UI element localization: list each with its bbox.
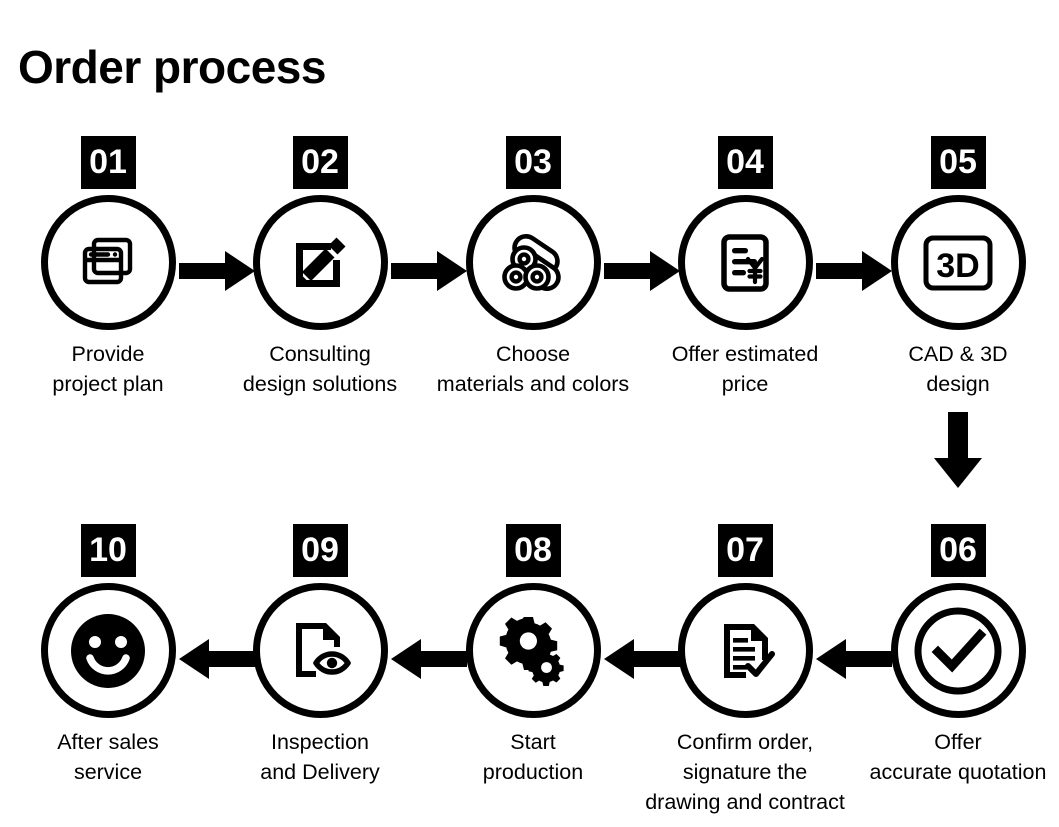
step-number-badge-02: 02 — [292, 136, 348, 189]
step-04[interactable]: 04 Offer estimated price — [639, 136, 851, 399]
step-07[interactable]: 07 Confirm order, signature the drawing … — [639, 524, 851, 817]
step-caption-01: Provide project plan — [52, 342, 164, 396]
step-caption-10: After sales service — [57, 730, 159, 784]
check-circle-icon — [909, 602, 1007, 700]
svg-text:3D: 3D — [936, 247, 979, 285]
step-caption-02: Consulting design solutions — [242, 342, 398, 396]
step-number-badge-04: 04 — [717, 136, 773, 189]
arrow-left-06-to-07 — [816, 636, 892, 682]
stacked-pipes-materials-icon — [496, 226, 570, 300]
gears-icon — [494, 612, 572, 690]
step-number-badge-05: 05 — [930, 136, 986, 189]
document-eye-inspection-icon — [284, 615, 356, 687]
arrow-left-07-to-08 — [604, 636, 680, 682]
step-caption-04: Offer estimated price — [671, 342, 819, 396]
step-icon-circle-01 — [40, 195, 176, 330]
arrow-right-03-to-04 — [604, 248, 680, 294]
step-number-badge-03: 03 — [505, 136, 561, 189]
page-title: Order process — [18, 41, 326, 93]
step-caption-03: Choose materials and colors — [436, 342, 630, 396]
pencil-edit-square-icon — [284, 227, 356, 299]
step-08[interactable]: 08 Start production — [427, 524, 639, 787]
arrow-right-02-to-03 — [391, 248, 467, 294]
step-01[interactable]: 01 Provide project plan — [2, 136, 214, 399]
step-icon-circle-07 — [677, 583, 813, 718]
step-number-badge-07: 07 — [717, 524, 773, 577]
invoice-yen-icon — [710, 228, 780, 298]
step-caption-09: Inspection and Delivery — [260, 730, 380, 784]
step-number-badge-01: 01 — [80, 136, 136, 189]
arrow-down-05-to-06 — [930, 412, 986, 488]
arrow-right-01-to-02 — [179, 248, 255, 294]
arrow-left-09-to-10 — [179, 636, 255, 682]
step-05[interactable]: 05 3D CAD & 3D design — [852, 136, 1059, 399]
step-icon-circle-10 — [40, 583, 176, 718]
step-02[interactable]: 02 Consulting design solutions — [214, 136, 426, 399]
step-number-badge-08: 08 — [505, 524, 561, 577]
step-06[interactable]: 06 Offer accurate quotation — [852, 524, 1059, 787]
step-caption-07: Confirm order, signature the drawing and… — [645, 730, 845, 814]
stacked-windows-icon — [72, 227, 144, 299]
step-03[interactable]: 03 — [427, 136, 639, 399]
smiley-face-icon — [61, 604, 155, 698]
step-caption-06: Offer accurate quotation — [869, 730, 1047, 784]
step-icon-circle-03 — [465, 195, 601, 330]
step-09[interactable]: 09 Inspection and Delivery — [214, 524, 426, 787]
three-d-badge-icon: 3D — [920, 232, 996, 294]
step-icon-circle-02 — [252, 195, 388, 330]
step-caption-05: CAD & 3D design — [908, 342, 1008, 396]
step-number-badge-09: 09 — [292, 524, 348, 577]
step-number-badge-06: 06 — [930, 524, 986, 577]
step-icon-circle-09 — [252, 583, 388, 718]
step-icon-circle-04 — [677, 195, 813, 330]
step-10[interactable]: 10 After sales service — [2, 524, 214, 787]
step-icon-circle-08 — [465, 583, 601, 718]
step-icon-circle-05: 3D — [890, 195, 1026, 330]
step-icon-circle-06 — [890, 583, 1026, 718]
arrow-left-08-to-09 — [391, 636, 467, 682]
document-check-icon — [710, 616, 780, 686]
step-caption-08: Start production — [482, 730, 584, 784]
step-number-badge-10: 10 — [80, 524, 136, 577]
arrow-right-04-to-05 — [816, 248, 892, 294]
